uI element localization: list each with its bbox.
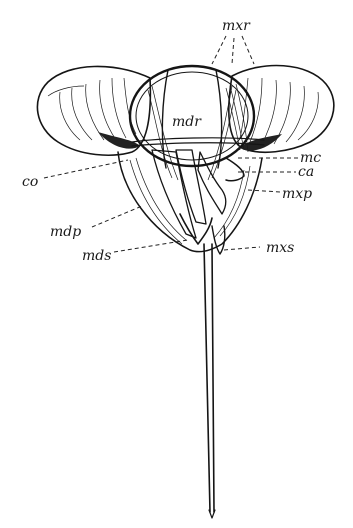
label-mxp: mxp	[282, 186, 312, 202]
label-ca: ca	[298, 164, 314, 180]
right-lobe	[229, 66, 334, 153]
label-mdr: mdr	[172, 114, 202, 130]
label-co: co	[22, 174, 38, 190]
label-mxr: mxr	[222, 18, 251, 34]
label-mds: mds	[82, 248, 111, 264]
label-mxs: mxs	[266, 240, 294, 256]
lower-mouthparts	[118, 150, 262, 518]
label-mdp: mdp	[50, 224, 81, 240]
